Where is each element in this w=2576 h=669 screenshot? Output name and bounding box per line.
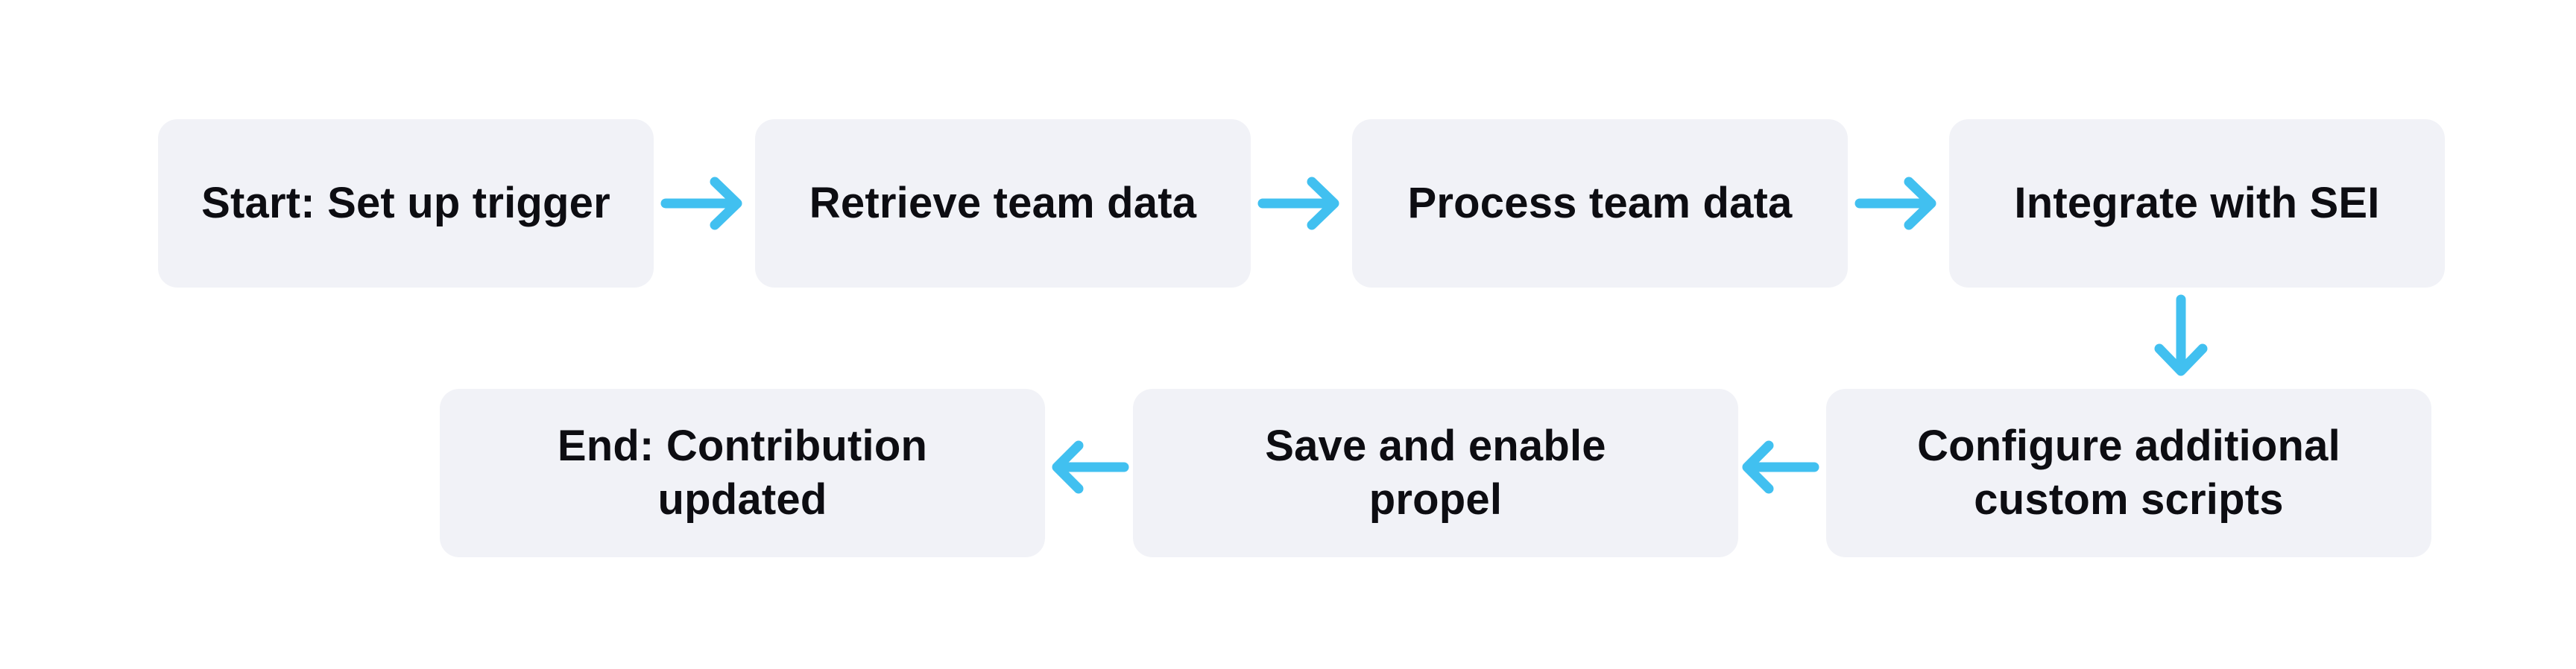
node-label: End: Contribution updated bbox=[557, 421, 928, 524]
node-retrieve-team-data: Retrieve team data bbox=[755, 119, 1251, 288]
arrow-right-icon bbox=[1257, 162, 1346, 244]
arrow-left-icon bbox=[1738, 426, 1820, 508]
arrow-right-icon bbox=[1854, 162, 1943, 244]
arrow-right-icon bbox=[660, 162, 749, 244]
arrow-left-icon bbox=[1048, 426, 1130, 508]
node-label: Save and enable propel bbox=[1265, 421, 1606, 524]
node-configure-additional-custom-scripts: Configure additional custom scripts bbox=[1826, 389, 2431, 557]
node-label: Retrieve team data bbox=[809, 178, 1197, 227]
node-label: Integrate with SEI bbox=[2014, 178, 2380, 227]
node-save-and-enable-propel: Save and enable propel bbox=[1133, 389, 1738, 557]
node-process-team-data: Process team data bbox=[1352, 119, 1848, 288]
node-integrate-with-sei: Integrate with SEI bbox=[1949, 119, 2445, 288]
node-start-set-up-trigger: Start: Set up trigger bbox=[158, 119, 654, 288]
arrow-down-icon bbox=[2140, 294, 2222, 383]
node-label: Configure additional custom scripts bbox=[1917, 421, 2340, 524]
node-label: Process team data bbox=[1407, 178, 1793, 227]
node-end-contribution-updated: End: Contribution updated bbox=[440, 389, 1045, 557]
node-label: Start: Set up trigger bbox=[201, 178, 610, 227]
